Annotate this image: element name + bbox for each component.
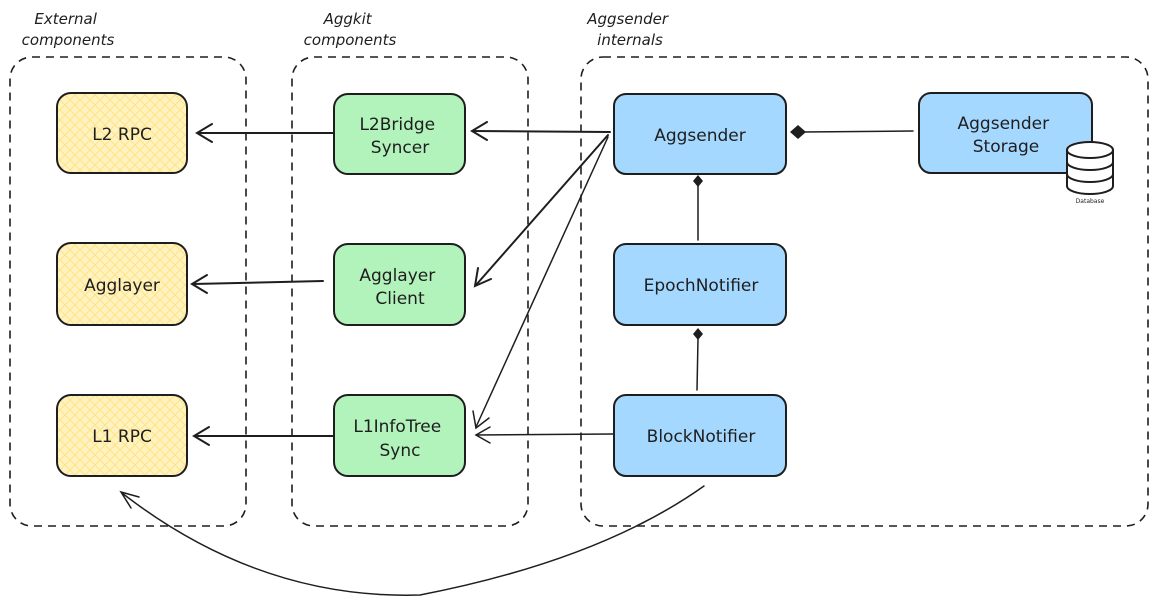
edges xyxy=(119,121,914,596)
database-icon-label: Database xyxy=(1076,198,1105,205)
aggsender-internals-title: Aggsender internals xyxy=(586,10,673,49)
aggkit-components-title: Aggkit components xyxy=(304,10,397,49)
arrowhead-agglayer-client xyxy=(473,267,492,288)
external-components-title: External components xyxy=(22,10,115,49)
link-block-to-epoch xyxy=(696,338,699,391)
database-icon: Database xyxy=(1066,141,1114,205)
l2bridge-syncer-label: L2Bridge Syncer xyxy=(359,115,440,158)
agglayer-label: Agglayer xyxy=(84,276,160,296)
arrowhead-l1infotree-from-aggsender xyxy=(472,410,490,430)
node-l1-rpc: L1 RPC xyxy=(56,394,188,477)
node-l1infotree-sync: L1InfoTree Sync xyxy=(333,394,466,477)
agglayer-client-label: Agglayer Client xyxy=(359,266,440,309)
external-components-frame xyxy=(9,56,247,527)
edge-aggsender-to-l1infotree xyxy=(475,136,609,428)
arrowhead-l2rpc xyxy=(195,123,213,143)
edge-blocknotifier-to-l1rpc xyxy=(121,485,705,596)
edge-aggsender-to-l2bridge xyxy=(472,130,611,133)
l2-rpc-label: L2 RPC xyxy=(92,125,152,145)
link-storage-to-aggsender xyxy=(801,130,914,133)
node-block-notifier: BlockNotifier xyxy=(613,394,787,477)
edge-blocknotifier-to-l1infotree xyxy=(475,433,614,436)
epoch-notifier-label: EpochNotifier xyxy=(644,276,759,296)
node-l2bridge-syncer: L2Bridge Syncer xyxy=(333,93,466,175)
block-notifier-label: BlockNotifier xyxy=(647,427,756,447)
aggsender-internals-frame xyxy=(580,56,1149,527)
arrowhead-l1infotree-from-blocknotifier xyxy=(474,426,491,444)
edge-aggsender-to-agglayer-client xyxy=(475,134,609,286)
arrowhead-l1rpc xyxy=(192,426,210,446)
diamond-aggsender-storage xyxy=(790,125,806,139)
edge-agglayer-client-to-agglayer xyxy=(192,280,324,285)
node-l2-rpc: L2 RPC xyxy=(56,92,188,174)
aggkit-components-frame xyxy=(291,56,529,527)
node-agglayer-client: Agglayer Client xyxy=(333,243,466,326)
node-aggsender: Aggsender xyxy=(613,93,787,175)
diamond-aggsender-epoch xyxy=(693,175,703,187)
arrowhead-agglayer xyxy=(190,274,208,294)
l1infotree-sync-label: L1InfoTree Sync xyxy=(353,417,446,461)
l1-rpc-label: L1 RPC xyxy=(92,427,152,447)
aggsender-storage-label: Aggsender Storage xyxy=(958,114,1055,157)
arrowhead-l1rpc-curve xyxy=(119,490,140,509)
node-aggsender-storage: Aggsender Storage xyxy=(918,92,1093,174)
diamond-epoch-block xyxy=(693,328,703,340)
aggsender-label: Aggsender xyxy=(654,126,746,146)
arrowhead-l2bridge xyxy=(470,121,488,141)
node-epoch-notifier: EpochNotifier xyxy=(613,243,787,326)
node-agglayer: Agglayer xyxy=(56,242,188,326)
